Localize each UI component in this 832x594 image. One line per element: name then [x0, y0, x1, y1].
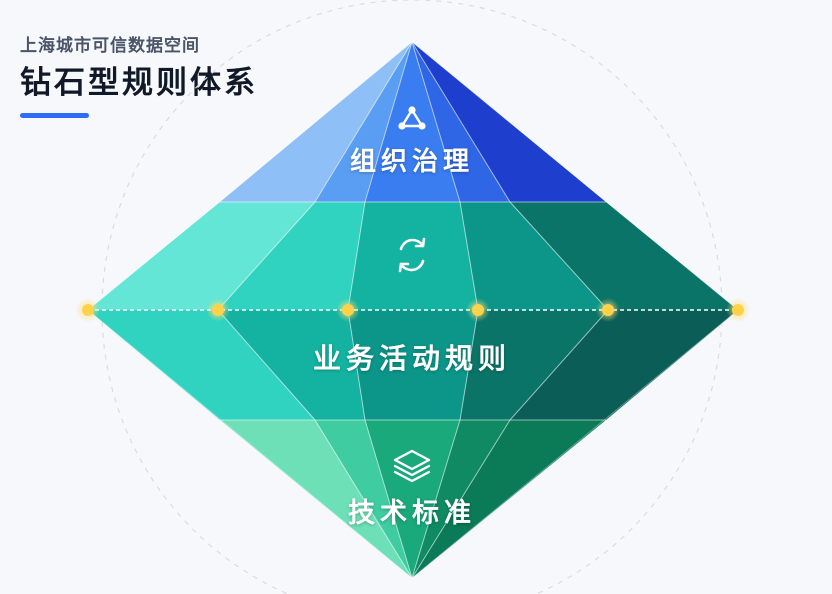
base-facet-3	[365, 420, 460, 578]
facet-lines	[217, 41, 609, 579]
middle-facet-9	[460, 310, 608, 420]
layer-label-tech-standards: 技术标准	[348, 498, 476, 529]
node-dot	[212, 304, 224, 316]
middle-facet-8	[348, 310, 478, 420]
middle-facet-1	[88, 202, 315, 310]
crown-facet-5	[412, 42, 606, 202]
crown-facet-1	[220, 42, 412, 202]
layer-label-governance: 组织治理	[349, 147, 475, 177]
node-dot	[472, 304, 484, 316]
middle-facet-3	[348, 202, 478, 310]
refresh-cycle-icon	[398, 237, 426, 273]
crown-facet-3	[365, 42, 460, 202]
subtitle: 上海城市可信数据空间	[20, 36, 200, 56]
middle-facet-4	[460, 202, 608, 310]
title-accent-bar	[20, 113, 89, 118]
page-title: 钻石型规则体系	[20, 65, 258, 101]
node-dot	[602, 304, 614, 316]
diamond-outline	[87, 41, 739, 579]
node-dot	[82, 304, 94, 316]
node-dot	[342, 304, 354, 316]
base-facet-5	[412, 420, 606, 578]
middle-facet-7	[218, 310, 365, 420]
girdle-nodes	[76, 298, 750, 322]
layer-label-business-rules: 业务活动规则	[312, 342, 512, 375]
base-facet-1	[220, 420, 412, 578]
middle-facet-6	[88, 310, 315, 420]
network-icon	[398, 106, 426, 130]
middle-facet-5	[510, 202, 738, 310]
middle-facet-2	[218, 202, 365, 310]
middle-facet-10	[510, 310, 738, 420]
layers-stack-icon	[393, 449, 431, 483]
node-dot	[732, 304, 744, 316]
